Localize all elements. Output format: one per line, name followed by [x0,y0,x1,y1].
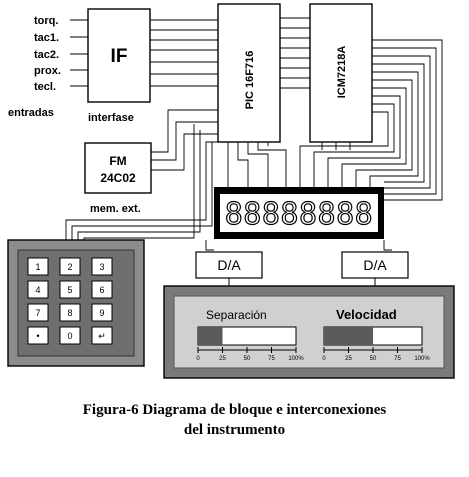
mem-ext-label: mem. ext. [90,203,141,215]
meter-0: Separación 0 25 50 75 100% [196,308,304,362]
meter-tick-label: 25 [345,356,352,362]
keypad-key-label: 3 [99,262,104,272]
meter-tick-label: 100% [288,356,304,362]
keypad-key-label: 2 [67,262,72,272]
keypad-key-label: • [36,331,39,341]
display-digits: 88888888 [225,197,374,232]
caption-line-1: Figura-6 Diagrama de bloque e interconex… [82,402,387,418]
da-left-label: D/A [217,257,241,273]
icm-label: ICM7218A [336,46,348,99]
meter-label: Velocidad [336,307,397,322]
keypad-key-label: 8 [67,308,72,318]
fm-label: FM [109,154,126,168]
keypad-key[interactable]: 4 [27,280,49,299]
pic-icm-bus [280,17,310,89]
keypad-key-label: ↵ [98,331,106,341]
caption-line-2: del instrumento [183,422,286,438]
meter-label: Separación [206,308,267,322]
keypad-key-label: 4 [35,285,40,295]
keypad-key[interactable]: 7 [27,303,49,322]
icm-display-bus [299,39,443,201]
meter-tick-label: 25 [219,356,226,362]
keypad-key-label: 0 [67,331,72,341]
if-block [87,8,151,103]
input-list: torq. tac1. tac2. prox. tecl. [34,15,88,93]
da-input-lines [205,240,392,251]
meter-tick-label: 50 [370,356,377,362]
keypad-key[interactable]: 1 [27,257,49,276]
input-label-tac1: tac1. [34,32,59,44]
keypad-keys: 1 2 3 4 5 6 7 8 9 • 0 ↵ [27,257,113,345]
fm-pic-lines [151,109,218,171]
display-window [220,194,378,232]
meter-bar-fill [324,327,373,345]
icm-bottom-lines [321,142,351,150]
meters: Separación 0 25 50 75 100% Velocidad 0 25 50 75 100… [196,307,430,362]
da-right-label: D/A [363,257,387,273]
keypad-key-label: 9 [99,308,104,318]
meter-tick-label: 75 [394,356,401,362]
input-label-tecl: tecl. [34,81,56,93]
meter-tick-label: 75 [268,356,275,362]
input-label-torque: torq. [34,15,58,27]
entradas-label: entradas [8,107,54,119]
fm-chip-label: 24C02 [100,171,136,185]
pic-label: PIC 16F716 [244,51,256,110]
keypad-key[interactable]: ↵ [91,326,113,345]
keypad-key[interactable]: 9 [91,303,113,322]
pic-bottom-lines [227,142,287,187]
meter-tick-label: 50 [244,356,251,362]
keypad-key-label: 5 [67,285,72,295]
keypad-key-label: 1 [35,262,40,272]
meter-tick-label: 100% [414,356,430,362]
meter-1: Velocidad 0 25 50 75 100% [322,307,430,362]
keypad-key-label: 6 [99,285,104,295]
keypad-key[interactable]: 0 [59,326,81,345]
interfase-label: interfase [88,112,134,124]
keypad-key[interactable]: 5 [59,280,81,299]
pic-keypad-bus [65,124,218,240]
keypad-key[interactable]: • [27,326,49,345]
meter-tick-label: 0 [322,356,326,362]
pic-microcontroller-block [217,3,281,143]
meter-bar-fill [198,327,223,345]
input-label-tac2: tac2. [34,49,59,61]
fm-memory-block [84,142,152,194]
icm-display-driver-block [309,3,373,143]
keypad-key-label: 7 [35,308,40,318]
input-label-prox: prox. [34,65,61,77]
meter-tick-label: 0 [196,356,200,362]
keypad-key[interactable]: 2 [59,257,81,276]
if-label: IF [111,46,128,67]
keypad-key[interactable]: 8 [59,303,81,322]
keypad-key[interactable]: 3 [91,257,113,276]
keypad-key[interactable]: 6 [91,280,113,299]
if-pic-bus [150,19,218,87]
